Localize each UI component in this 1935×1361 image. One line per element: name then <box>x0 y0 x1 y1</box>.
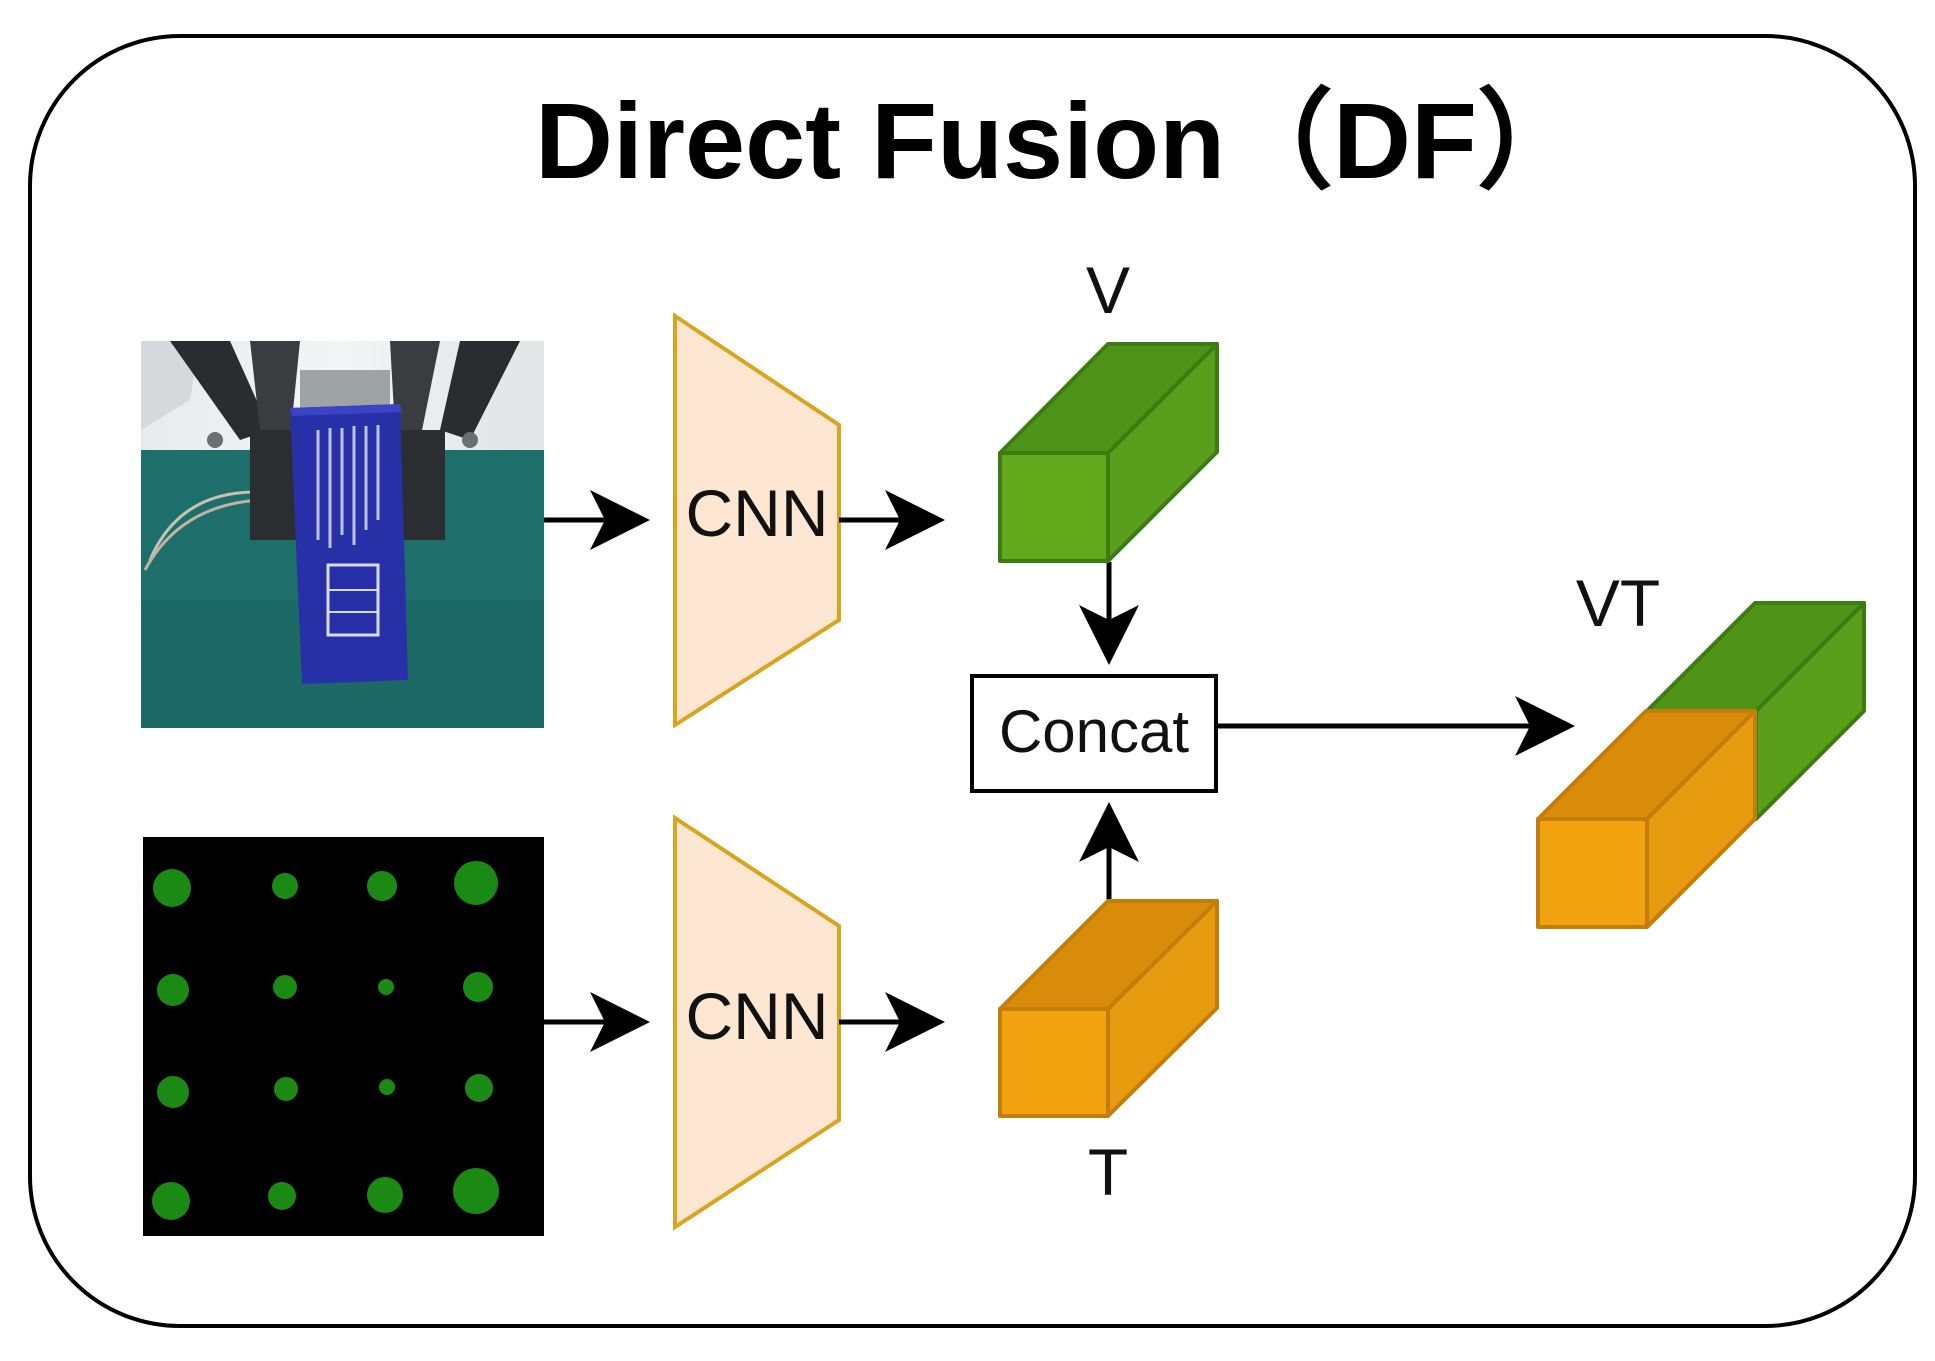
tactile-dots <box>152 861 499 1220</box>
tactile-image <box>143 837 544 1236</box>
concat-label: Concat <box>999 698 1189 765</box>
feature-block-t <box>998 899 1219 1118</box>
camera-image <box>141 341 544 728</box>
diagram-title: Direct Fusion（DF） <box>535 80 1585 201</box>
feature-vt-label: VT <box>1576 566 1660 640</box>
cnn-encoder-top: CNN <box>673 312 841 729</box>
feature-t-label: T <box>1088 1135 1128 1209</box>
vt-orange-part <box>1536 709 1757 929</box>
cnn-encoder-bottom: CNN <box>673 814 841 1231</box>
concat-block: Concat <box>970 674 1218 793</box>
feature-block-v <box>998 342 1219 563</box>
cnn-bottom-label: CNN <box>686 979 829 1053</box>
feature-v-label: V <box>1086 253 1130 327</box>
feature-block-vt <box>1536 601 1866 929</box>
arrows <box>544 490 1575 1052</box>
cnn-top-label: CNN <box>686 476 829 550</box>
